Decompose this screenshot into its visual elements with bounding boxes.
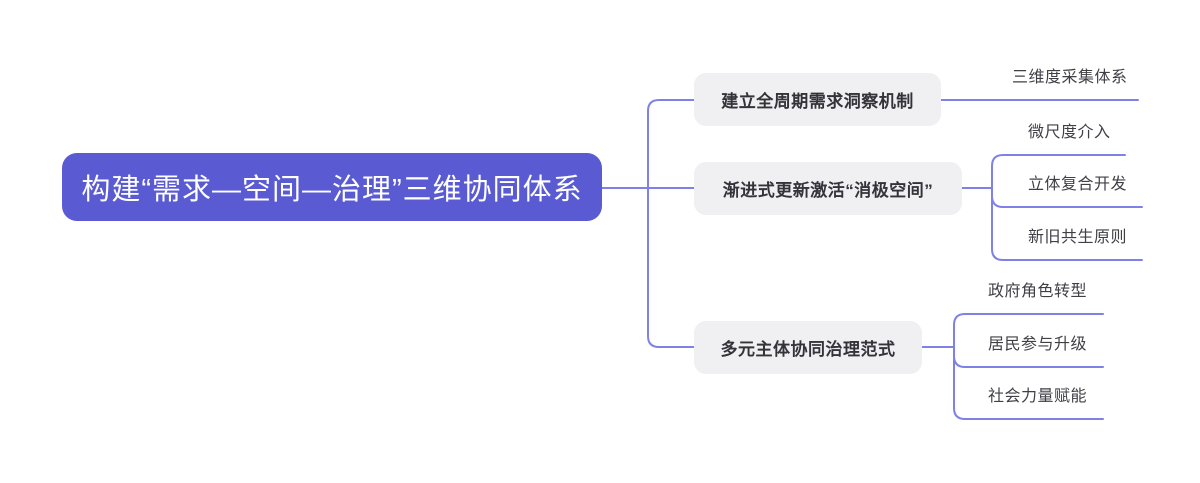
branch-node-multi-governance[interactable]: 多元主体协同治理范式 <box>694 321 922 374</box>
leaf-node[interactable]: 立体复合开发 <box>1028 176 1128 193</box>
leaf-node[interactable]: 三维度采集体系 <box>1012 69 1128 86</box>
leaf-node[interactable]: 新旧共生原则 <box>1028 229 1128 246</box>
branch-node-incremental-renewal[interactable]: 渐进式更新激活“消极空间” <box>694 162 962 215</box>
connector-branch2-trunk <box>991 154 1143 261</box>
leaf-node[interactable]: 政府角色转型 <box>988 283 1088 300</box>
leaf-node[interactable]: 社会力量赋能 <box>988 388 1088 405</box>
connector-branch3-trunk <box>953 313 1104 420</box>
root-node-label: 构建“需求—空间—治理”三维协同体系 <box>81 174 583 206</box>
branch-node-label: 多元主体协同治理范式 <box>720 340 896 359</box>
connector-branch3-leaf2 <box>953 355 1104 368</box>
connector-main-trunk <box>647 99 695 348</box>
leaf-node[interactable]: 居民参与升级 <box>988 336 1088 353</box>
branch-node-demand-insight[interactable]: 建立全周期需求洞察机制 <box>694 73 941 126</box>
connector-branch2-leaf2 <box>991 195 1143 208</box>
branch-node-label: 渐进式更新激活“消极空间” <box>722 181 934 200</box>
leaf-node[interactable]: 微尺度介入 <box>1028 124 1111 141</box>
root-node[interactable]: 构建“需求—空间—治理”三维协同体系 <box>62 153 602 221</box>
branch-node-label: 建立全周期需求洞察机制 <box>721 92 914 111</box>
